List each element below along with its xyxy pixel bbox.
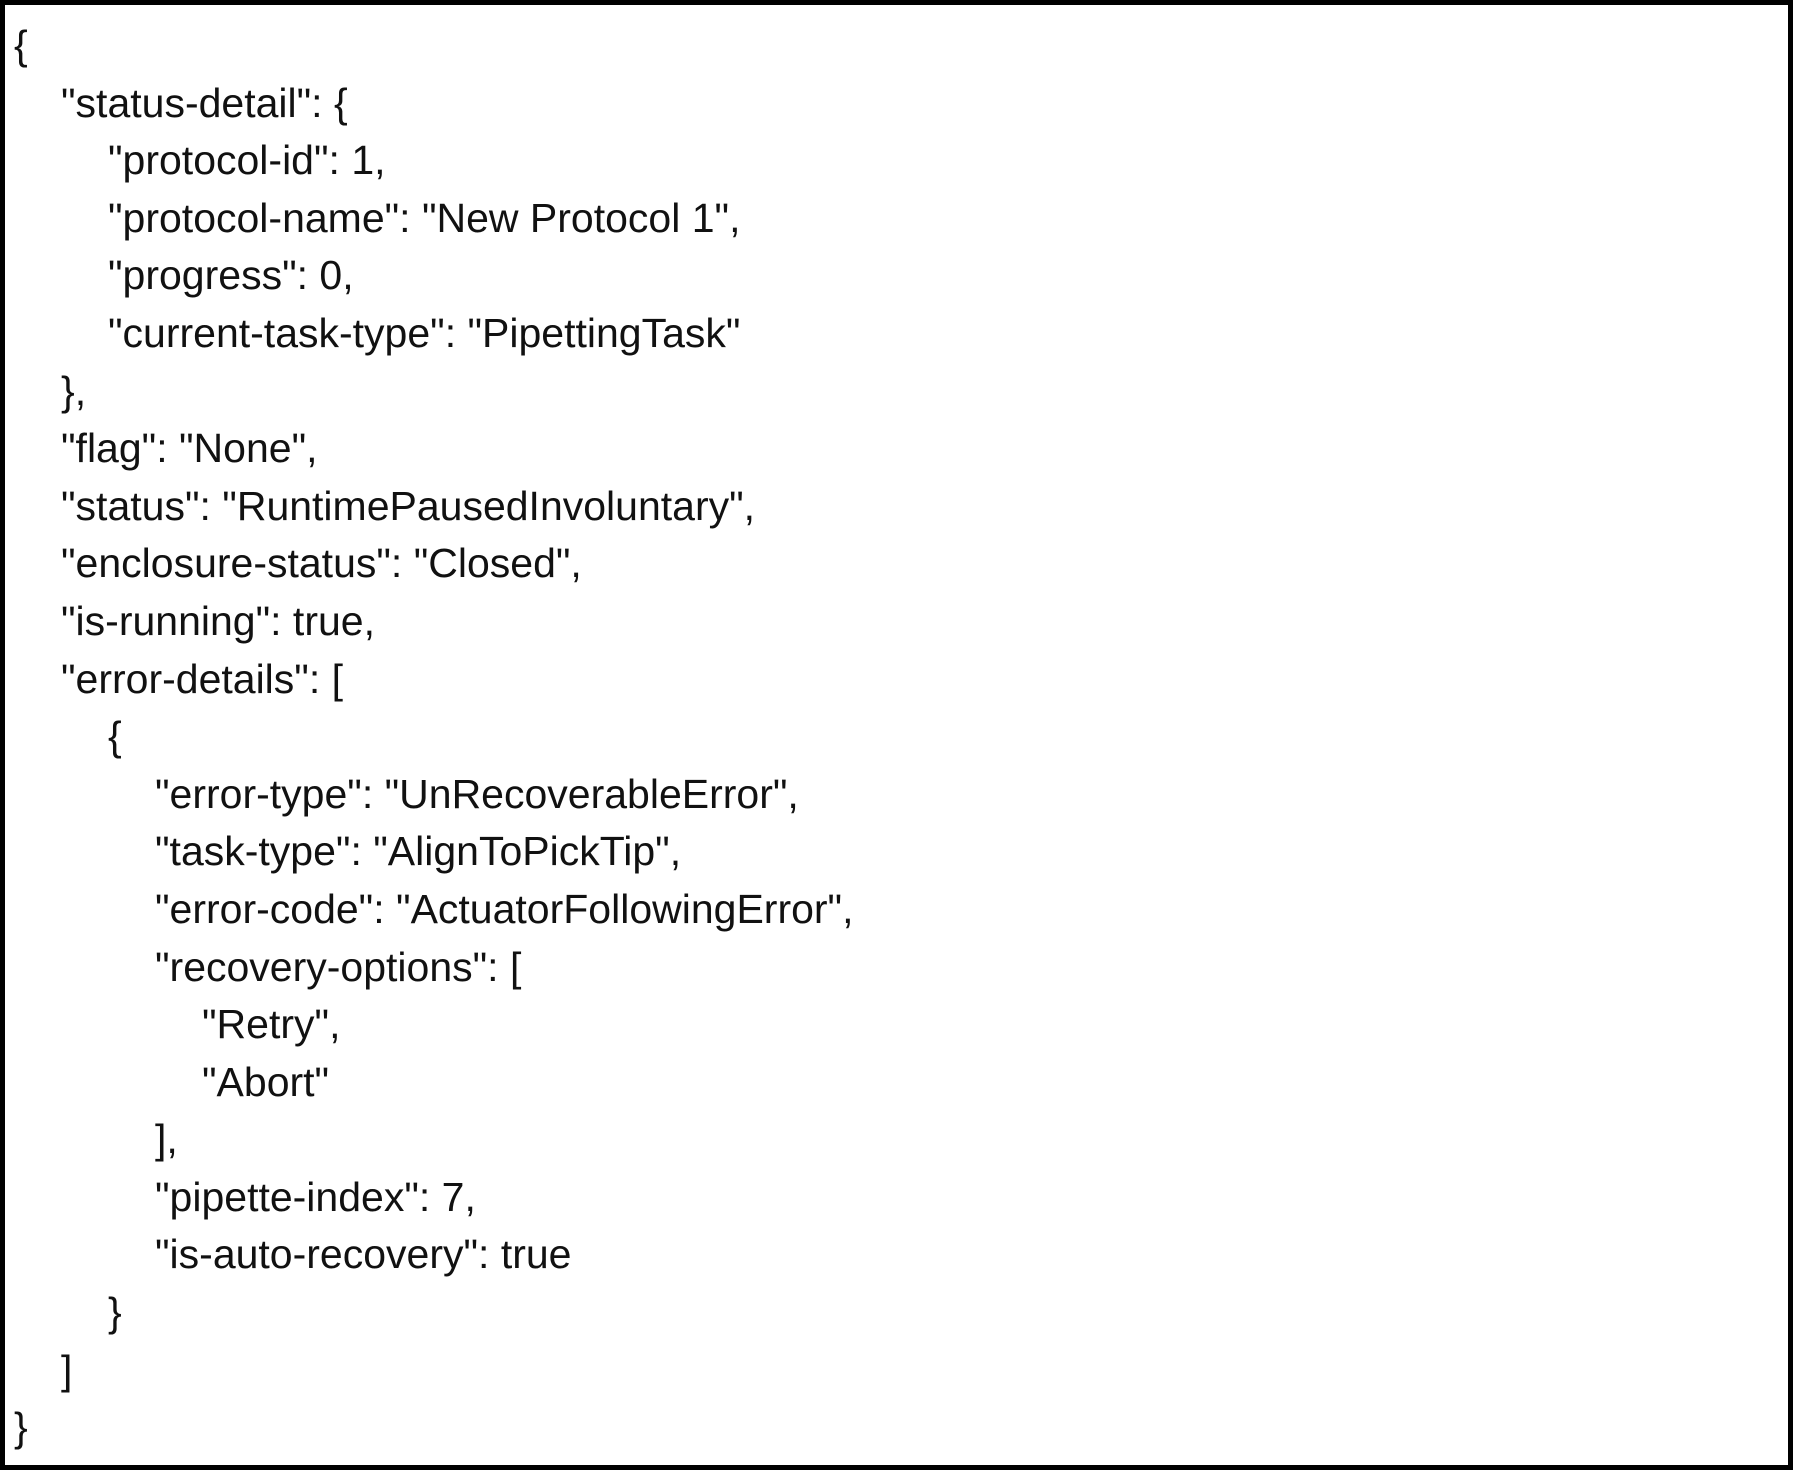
code-line: "status-detail": {	[61, 79, 348, 126]
code-line: ]	[61, 1346, 73, 1393]
code-line: }	[108, 1289, 122, 1336]
code-line: "error-details": [	[61, 655, 344, 702]
code-line: {	[14, 22, 28, 68]
code-line: "Retry",	[202, 1001, 341, 1048]
code-line: "is-auto-recovery": true	[155, 1231, 572, 1278]
code-line: "is-running": true,	[61, 597, 375, 644]
code-line: }	[14, 1404, 28, 1451]
code-line: "task-type": "AlignToPickTip",	[155, 828, 682, 875]
code-line: "enclosure-status": "Closed",	[61, 540, 582, 587]
code-line: "flag": "None",	[61, 425, 318, 472]
code-line: ],	[155, 1116, 178, 1163]
code-line: "progress": 0,	[108, 252, 354, 299]
code-line: "error-code": "ActuatorFollowingError",	[155, 885, 854, 932]
json-code-block: { "status-detail": { "protocol-id": 1, "pro…	[14, 17, 854, 1457]
code-line: },	[61, 367, 87, 414]
code-line: {	[108, 713, 122, 760]
code-line: "pipette-index": 7,	[155, 1173, 476, 1220]
code-line: "error-type": "UnRecoverableError",	[155, 770, 799, 817]
code-line: "protocol-id": 1,	[108, 137, 386, 184]
code-line: "status": "RuntimePausedInvoluntary",	[61, 482, 756, 529]
code-line: "recovery-options": [	[155, 943, 522, 990]
code-line: "Abort"	[202, 1058, 330, 1105]
code-line: "current-task-type": "PipettingTask"	[108, 309, 741, 356]
code-line: "protocol-name": "New Protocol 1",	[108, 194, 741, 241]
